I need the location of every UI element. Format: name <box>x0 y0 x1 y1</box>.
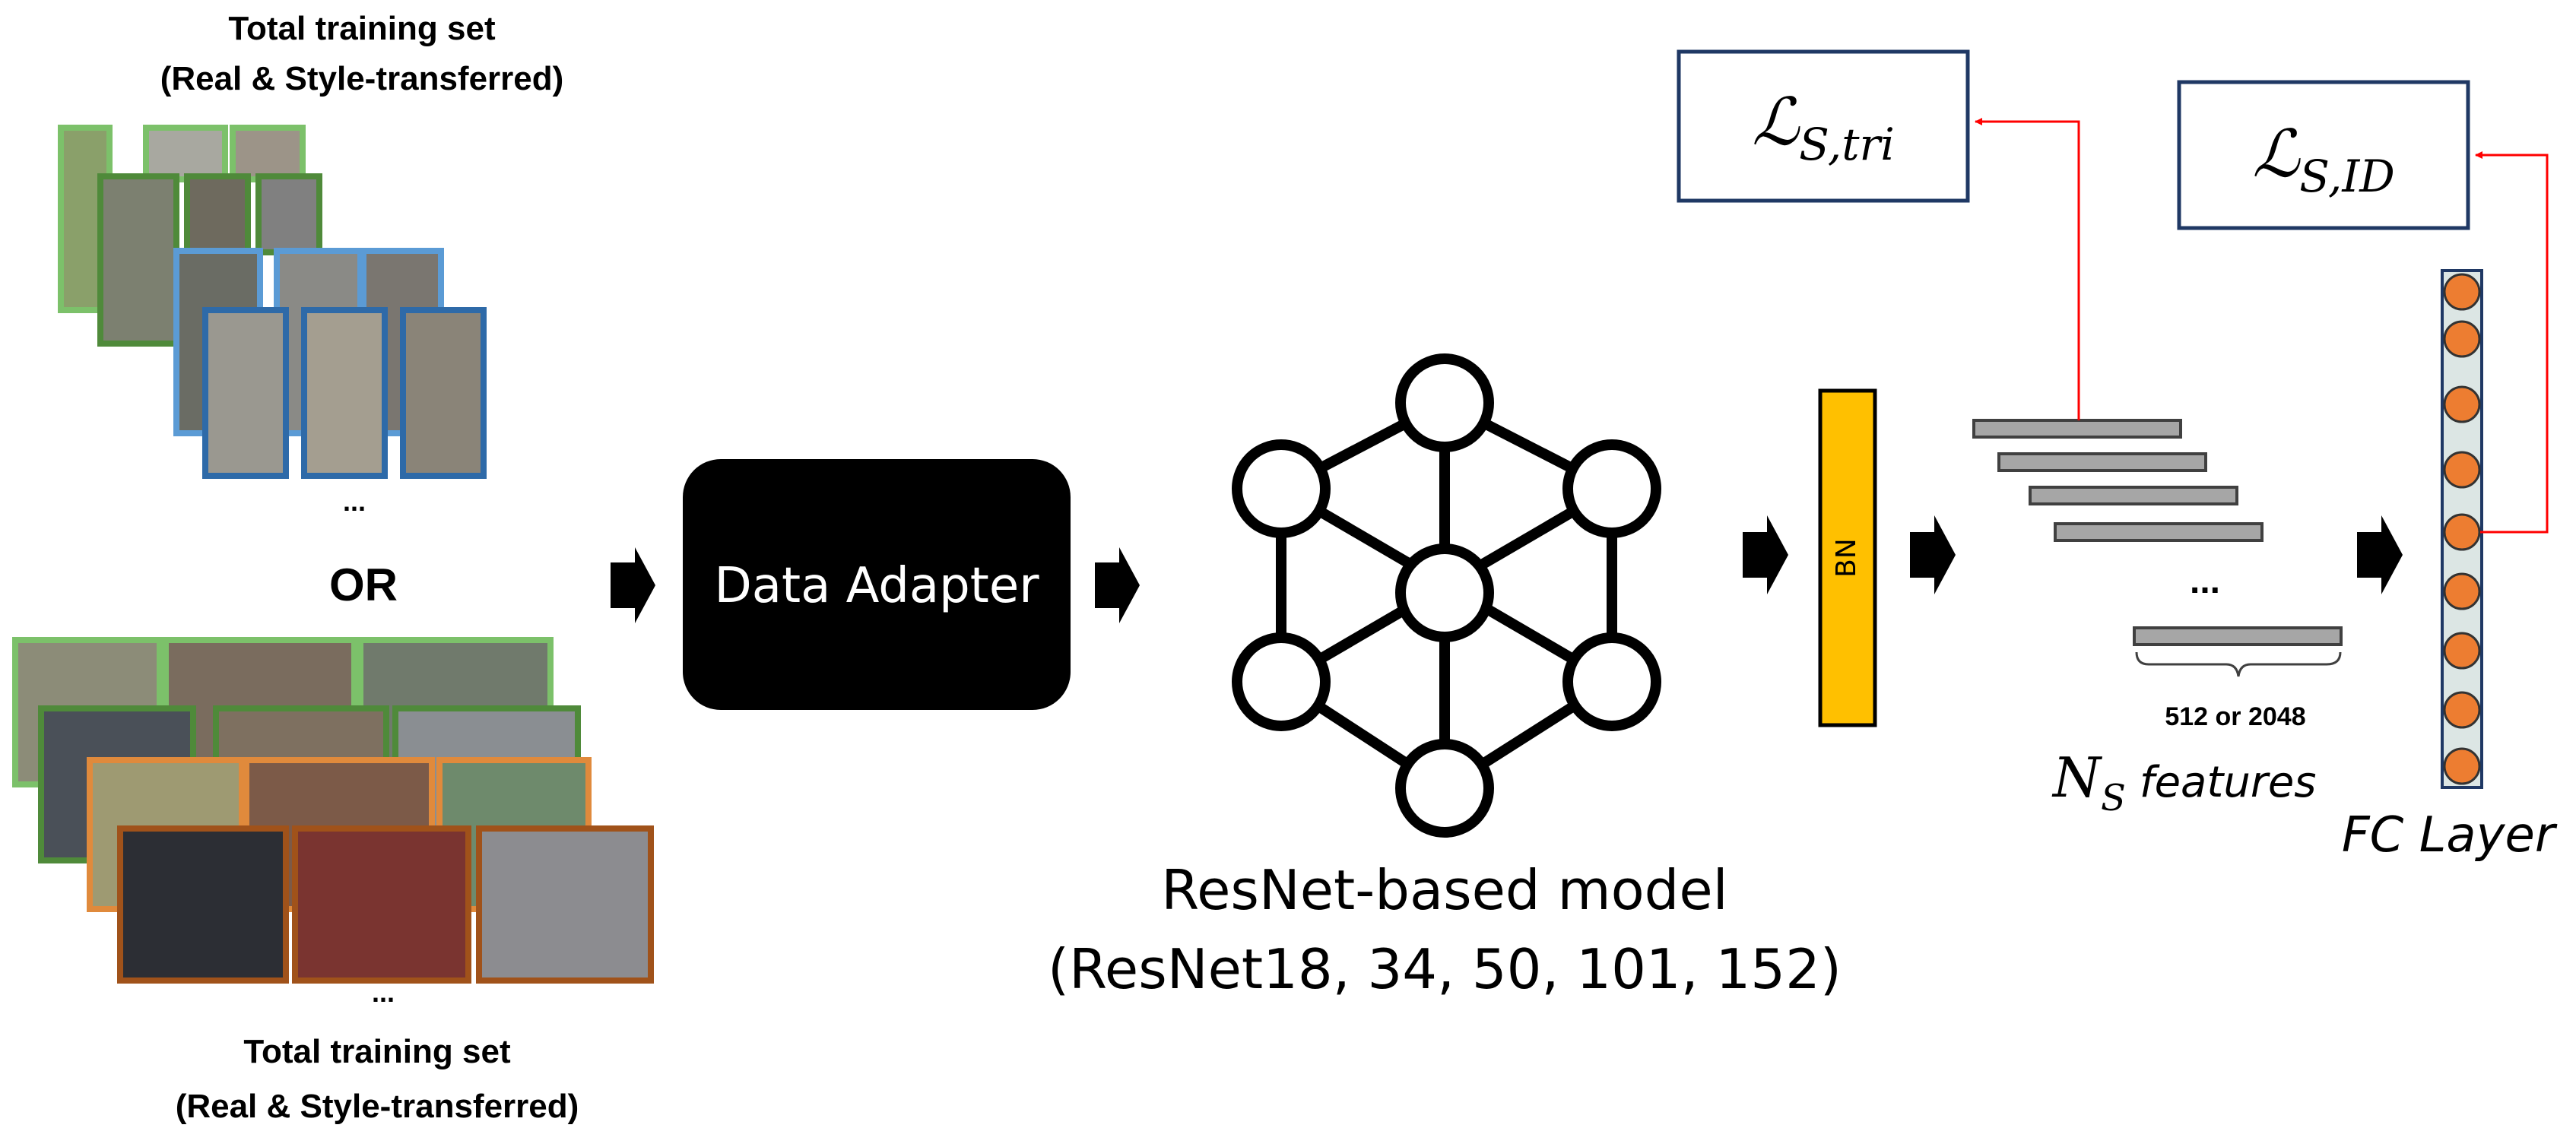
network-node <box>1562 632 1661 731</box>
vehicle-set-caption-line2: (Real & Style-transferred) <box>176 1088 579 1125</box>
person-set-caption-line2: (Real & Style-transferred) <box>160 60 564 97</box>
loss-id-label: ℒS,ID <box>2252 116 2394 202</box>
loss-connectors <box>1975 118 2549 534</box>
fc-node <box>2443 320 2481 358</box>
feature-bar <box>2133 626 2343 646</box>
feature-size-brace <box>2135 651 2342 677</box>
feature-stack <box>1972 419 2343 646</box>
vehicle-image-set: ... Total training set (Real & Style-tra… <box>12 637 654 1125</box>
feature-size-label: 512 or 2048 <box>2165 702 2305 731</box>
vehicle-thumbnail <box>117 825 289 984</box>
model-label-line2: (ResNet18, 34, 50, 101, 152) <box>1048 937 1842 1001</box>
feature-bar <box>1997 452 2207 472</box>
arrow-right-icon <box>1910 515 1956 594</box>
vehicle-thumbnail <box>476 825 654 984</box>
fc-layer-column <box>2441 269 2483 789</box>
arrow-right-icon <box>611 547 655 623</box>
person-set-caption-line1: Total training set <box>228 10 496 47</box>
triplet-loss-arrow <box>1975 118 2080 420</box>
feature-bar <box>2054 522 2264 542</box>
loss-triplet-box: ℒS,tri <box>1677 49 1970 203</box>
fc-node <box>2443 451 2481 489</box>
fc-layer-label: FC Layer <box>2342 807 2558 863</box>
network-node <box>1232 439 1331 538</box>
person-thumbnail <box>184 173 251 255</box>
vehicle-set-ellipsis: ... <box>372 977 395 1008</box>
fc-node <box>2443 385 2481 423</box>
person-thumbnail <box>400 307 487 479</box>
person-thumbnail <box>97 173 179 347</box>
fc-node <box>2443 691 2481 729</box>
arrow-right-icon <box>1095 547 1140 623</box>
person-thumbnail <box>255 173 322 255</box>
fc-node <box>2443 273 2481 311</box>
id-loss-arrow <box>2475 151 2549 534</box>
fc-node <box>2443 513 2481 551</box>
feature-ellipsis: ... <box>2190 561 2220 601</box>
data-adapter-label: Data Adapter <box>714 558 1039 614</box>
person-set-ellipsis: ... <box>343 486 366 517</box>
fc-node <box>2443 572 2481 610</box>
loss-triplet-label: ℒS,tri <box>1752 84 1895 170</box>
arrow-right-icon <box>1743 515 1788 594</box>
flow-arrows <box>611 515 2403 623</box>
network-node <box>1562 439 1661 538</box>
bn-block: BN <box>1818 388 1877 727</box>
loss-id-box: ℒS,ID <box>2177 80 2470 230</box>
feature-bar <box>2029 486 2238 505</box>
person-image-set: Total training set (Real & Style-transfe… <box>58 10 564 517</box>
model-label-line1: ResNet-based model <box>1161 858 1727 922</box>
resnet-network-icon <box>1232 353 1661 838</box>
vehicle-set-caption-line1: Total training set <box>243 1033 511 1070</box>
fc-node <box>2443 747 2481 785</box>
network-node <box>1395 353 1494 452</box>
network-node <box>1232 632 1331 731</box>
or-label: OR <box>329 559 398 610</box>
vehicle-thumbnail <box>292 825 471 984</box>
arrow-right-icon <box>2357 515 2403 594</box>
network-node <box>1395 739 1494 838</box>
person-thumbnail <box>230 125 306 182</box>
person-thumbnail <box>301 307 388 479</box>
person-thumbnail <box>202 307 289 479</box>
fc-node <box>2443 632 2481 670</box>
feature-bar <box>1972 419 2182 439</box>
person-thumbnail <box>143 125 228 182</box>
network-node <box>1395 543 1494 642</box>
bn-label: BN <box>1831 538 1862 578</box>
data-adapter-block: Data Adapter <box>683 459 1071 710</box>
